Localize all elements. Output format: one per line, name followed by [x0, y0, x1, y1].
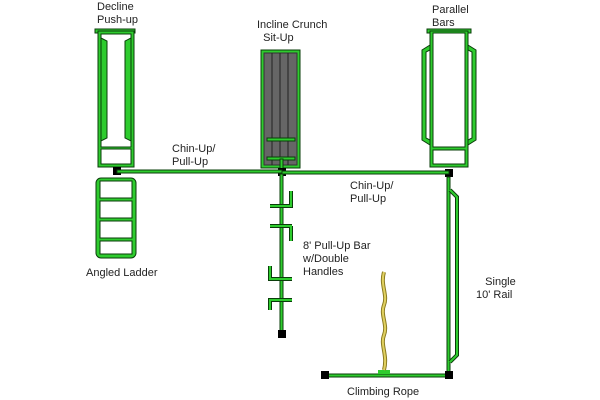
label-parallel-bars: Parallel Bars [432, 4, 469, 29]
post [321, 371, 329, 379]
pullup-bar [268, 173, 293, 338]
incline-crunch-station [260, 49, 301, 176]
label-single-rail: Single 10' Rail [476, 276, 516, 301]
parallel-bars-station [421, 28, 477, 177]
label-decline-pushup: Decline Push-up [97, 1, 138, 26]
angled-ladder [95, 177, 137, 259]
post [445, 371, 453, 379]
label-climbing-rope: Climbing Rope [347, 386, 420, 398]
decline-pushup-station [94, 28, 136, 175]
label-chinup-left: Chin-Up/ Pull-Up [172, 143, 216, 168]
label-pullup-bar: 8' Pull-Up Bar w/Double Handles [303, 240, 371, 278]
single-rail [446, 176, 459, 376]
chinup-bar-right [281, 170, 450, 175]
chinup-bar-left [116, 169, 283, 174]
climbing-rope-station [321, 271, 453, 379]
label-angled-ladder: Angled Ladder [86, 267, 158, 279]
label-incline-crunch: Incline Crunch Sit-Up [257, 19, 328, 44]
label-chinup-right: Chin-Up/ Pull-Up [350, 180, 394, 205]
post [278, 330, 286, 338]
